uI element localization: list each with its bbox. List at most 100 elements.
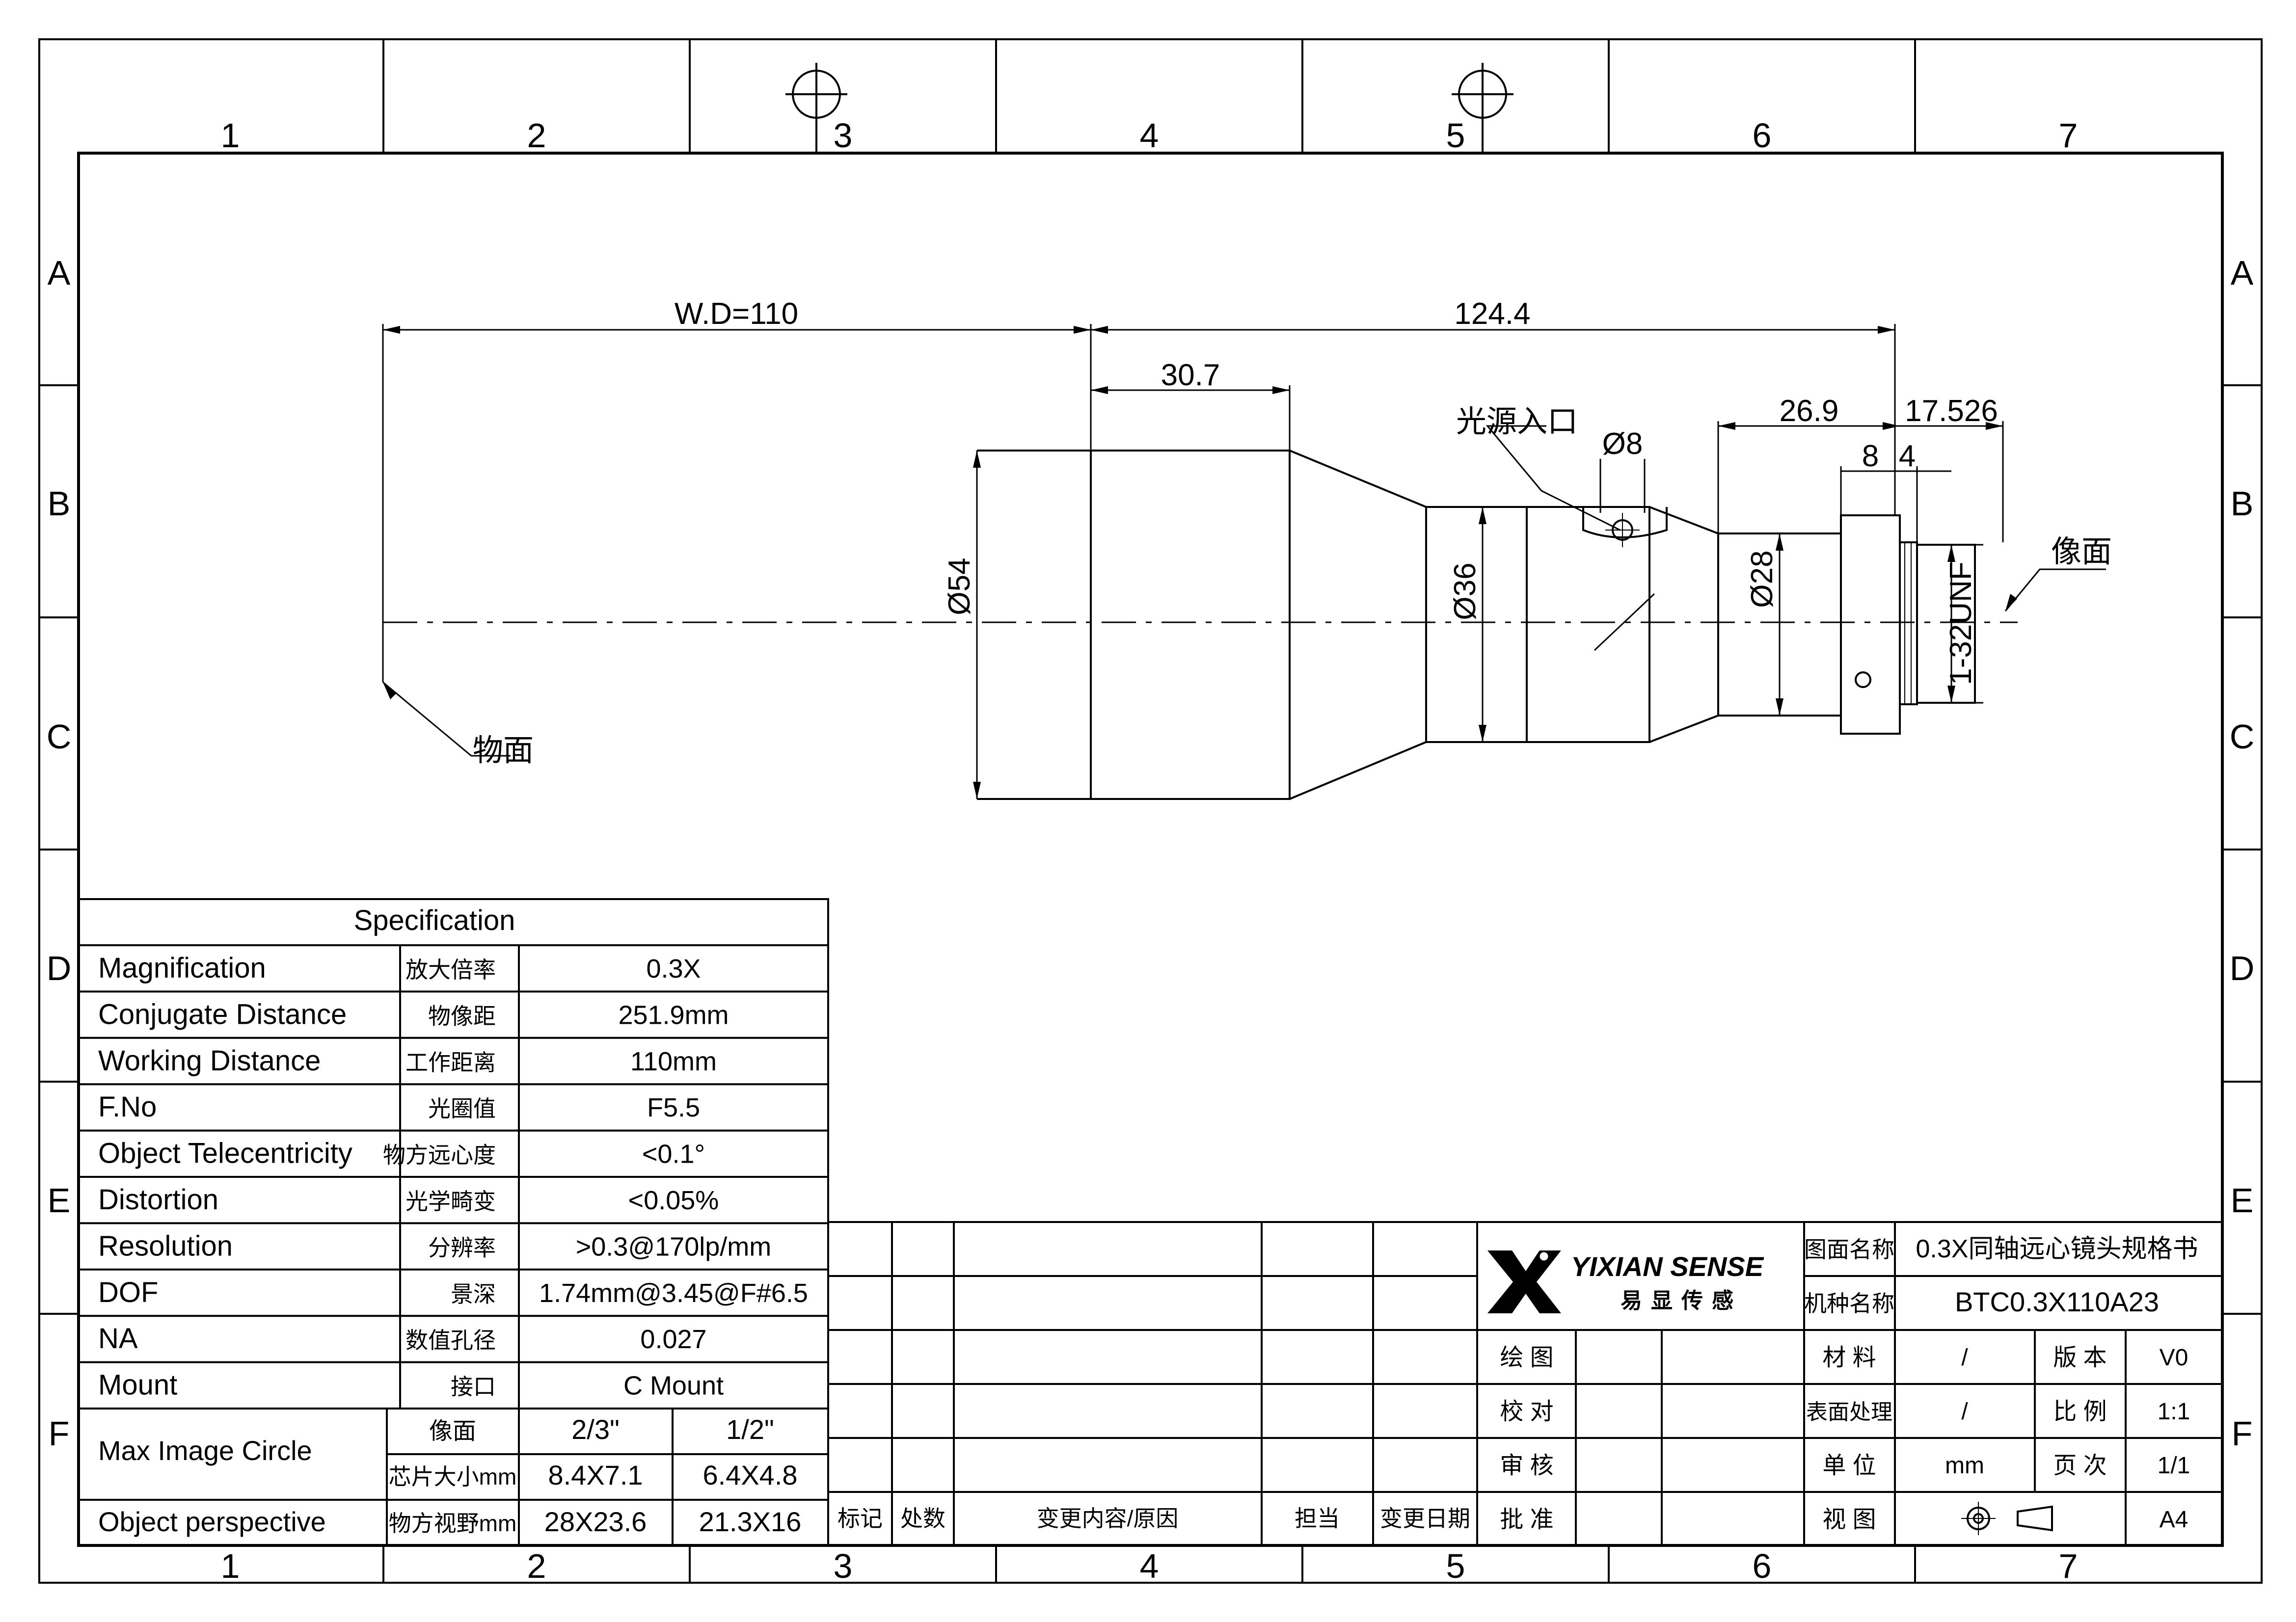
set-screw: [1855, 671, 1871, 688]
material-value: /: [1961, 1345, 1968, 1371]
drawing-name-label: 图面名称: [1804, 1237, 1894, 1262]
perspective-value-b: 21.3X16: [699, 1506, 802, 1537]
outer-frame: [38, 38, 2263, 1584]
image-circle-format-b: 1/2": [726, 1414, 774, 1445]
spec-row-label-cn: 物方远心度: [383, 1143, 496, 1168]
dim-diameter-36: Ø36: [1448, 562, 1482, 620]
dim-working-distance: W.D=110: [675, 297, 798, 331]
x-mark-icon: [1487, 1250, 1561, 1313]
dimension-arrows: [383, 326, 2017, 799]
model-name: BTC0.3X110A23: [1955, 1286, 2159, 1317]
projection-symbol-icon: [1961, 1502, 2053, 1535]
front-barrel: [1090, 450, 1291, 800]
row-label-right-A: A: [2231, 254, 2254, 292]
spec-row-label-cn: 放大倍率: [405, 957, 496, 983]
image-circle-label: Max Image Circle: [98, 1435, 312, 1466]
sheet-size: A4: [2160, 1507, 2188, 1533]
revision-header-count: 处数: [900, 1506, 945, 1531]
version-label: 版 本: [2053, 1345, 2107, 1371]
spec-row-label-cn: 光圈值: [428, 1096, 496, 1121]
callout-light-port: 光源入口: [1456, 405, 1578, 439]
row-label-right-F: F: [2232, 1414, 2253, 1453]
dim-ring-width: 8: [1862, 439, 1879, 473]
row-label-right-C: C: [2230, 718, 2255, 756]
spec-row-label: Mount: [98, 1369, 177, 1401]
brand-name-cn: 易显传感: [1621, 1289, 1742, 1313]
spec-row-label: F.No: [98, 1091, 157, 1123]
col-label-top-2: 2: [527, 116, 546, 155]
spec-row-label-cn: 景深: [451, 1281, 496, 1307]
row-label-right-B: B: [2231, 484, 2254, 523]
col-label-top-3: 3: [834, 116, 853, 155]
perspective-value-a: 28X23.6: [544, 1506, 647, 1537]
spec-row-label: Resolution: [98, 1230, 233, 1262]
spec-row-value: 251.9mm: [618, 1000, 729, 1030]
row-label-left-A: A: [48, 254, 71, 292]
dim-thread-length: 4: [1899, 439, 1916, 473]
spec-row-label: DOF: [98, 1276, 158, 1308]
beam-splitter-housing: [1526, 506, 1650, 743]
row-label-left-B: B: [48, 484, 71, 523]
scale-label: 比 例: [2053, 1399, 2107, 1425]
col-label-top-4: 4: [1140, 116, 1159, 155]
callout-image-plane: 像面: [2051, 535, 2112, 569]
col-label-bottom-4: 4: [1140, 1547, 1159, 1585]
spec-row-label-cn: 数值孔径: [405, 1328, 496, 1353]
beam-splitter: [1594, 593, 1655, 651]
dim-thread-spec: 1-32UNF: [1944, 561, 1978, 685]
image-circle-chip-a: 8.4X7.1: [548, 1460, 643, 1490]
image-circle-sub-format: 像面: [429, 1418, 476, 1444]
drawing-name: 0.3X同轴远心镜头规格书: [1916, 1235, 2198, 1263]
spec-row-label: Working Distance: [98, 1045, 321, 1077]
row-label-right-D: D: [2230, 949, 2255, 987]
version-value: V0: [2160, 1345, 2188, 1371]
dimension-lines: [382, 324, 2106, 799]
perspective-label-cn: 物方视野mm: [389, 1511, 517, 1536]
material-label: 材 料: [1822, 1345, 1876, 1371]
unit-value: mm: [1945, 1453, 1984, 1479]
col-label-top-7: 7: [2059, 116, 2078, 155]
unit-label: 单 位: [1822, 1453, 1876, 1479]
col-label-bottom-1: 1: [221, 1547, 240, 1585]
model-label: 机种名称: [1804, 1291, 1894, 1316]
spec-row-label: Magnification: [98, 952, 266, 984]
spec-row-value: 0.3X: [646, 954, 701, 984]
taper-cone: [1289, 450, 1427, 800]
spec-row-label: Object Telecentricity: [98, 1138, 352, 1170]
dim-rear-length: 26.9: [1780, 394, 1839, 428]
row-label-left-C: C: [47, 718, 72, 756]
col-label-bottom-6: 6: [1753, 1547, 1772, 1585]
spec-row-label: Conjugate Distance: [98, 998, 347, 1030]
spec-row-value: C Mount: [623, 1371, 724, 1401]
spec-row-label-cn: 光学畸变: [405, 1189, 496, 1214]
image-circle-format-a: 2/3": [571, 1414, 620, 1445]
spec-row-value: <0.1°: [642, 1140, 705, 1169]
col-label-top-5: 5: [1446, 116, 1465, 155]
image-circle-chip-b: 6.4X4.8: [702, 1460, 797, 1490]
perspective-label: Object perspective: [98, 1506, 326, 1537]
centering-mark-left: [785, 63, 847, 153]
dim-diameter-54: Ø54: [943, 558, 976, 615]
spec-row-label-cn: 接口: [451, 1374, 496, 1400]
spec-row-value: F5.5: [647, 1093, 700, 1122]
dim-diameter-28: Ø28: [1745, 550, 1779, 608]
spec-row-value: 110mm: [630, 1047, 717, 1076]
row-label-left-E: E: [48, 1181, 71, 1220]
dim-total-length: 124.4: [1454, 297, 1530, 331]
revision-header-mark: 标记: [837, 1506, 883, 1531]
surface-label: 表面处理: [1806, 1400, 1892, 1424]
row-label-left-D: D: [47, 949, 72, 987]
dim-front-length: 30.7: [1161, 358, 1220, 392]
spec-row-label-cn: 分辨率: [428, 1235, 496, 1260]
spec-row-label-cn: 物像距: [428, 1003, 496, 1029]
page-value: 1/1: [2158, 1453, 2190, 1479]
col-label-bottom-7: 7: [2059, 1547, 2078, 1585]
dim-flange-distance: 17.526: [1905, 394, 1998, 428]
callout-object-plane: 物面: [473, 734, 534, 768]
view-label: 视 图: [1822, 1507, 1876, 1533]
spec-row-label: Distortion: [98, 1184, 218, 1216]
centering-mark-right: [1452, 63, 1513, 153]
sign-label-approve: 批 准: [1500, 1507, 1553, 1533]
revision-header-date: 变更日期: [1380, 1506, 1470, 1531]
